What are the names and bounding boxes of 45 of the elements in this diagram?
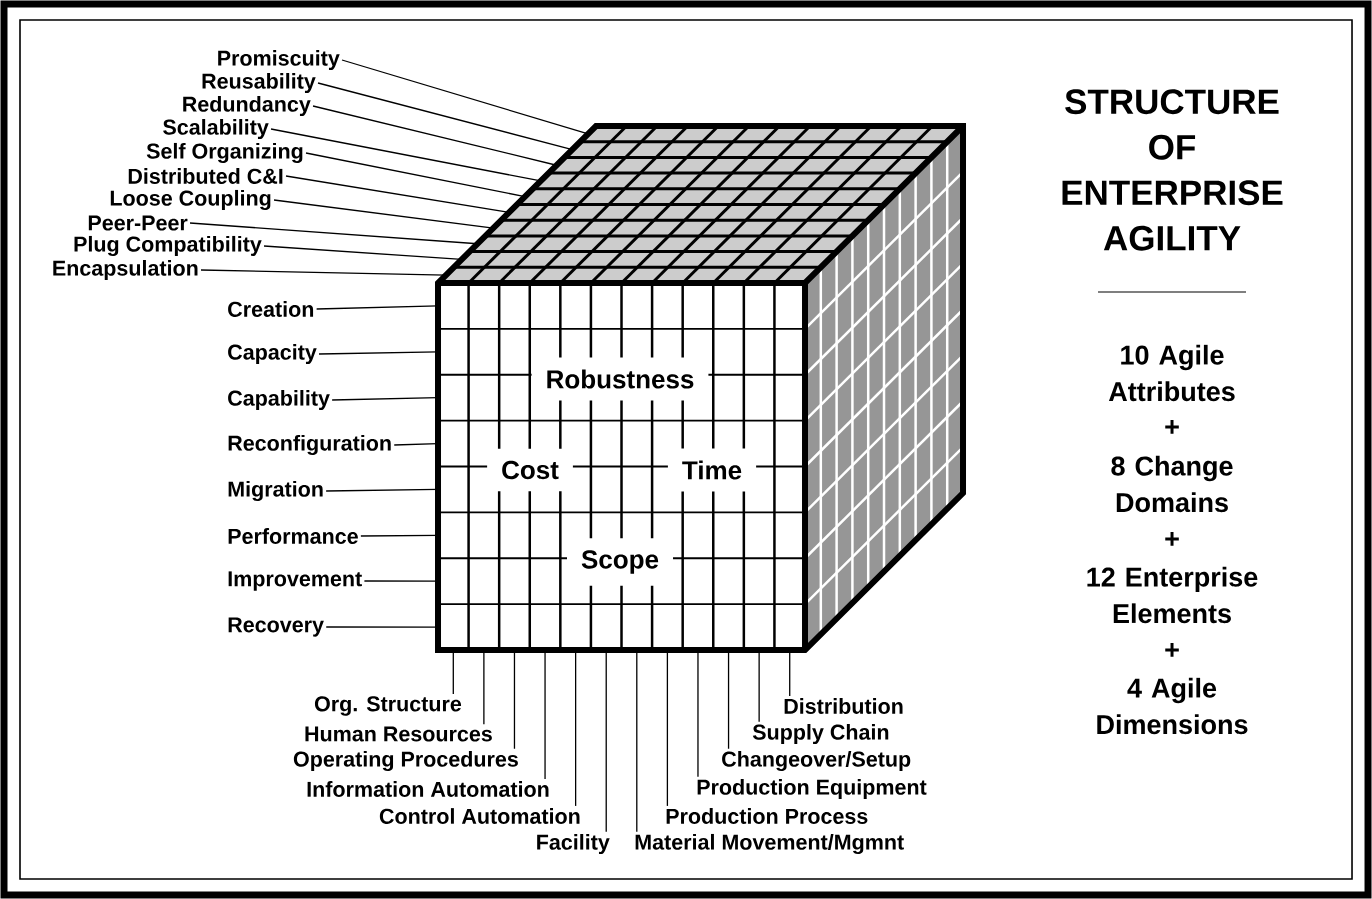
face-label: Time xyxy=(667,448,757,492)
summary-text: + xyxy=(1165,532,1179,546)
attribute-label: Operating Procedures xyxy=(293,750,518,772)
attribute-label: Scalability xyxy=(163,119,269,140)
attribute-label: Self Organizing xyxy=(146,142,303,164)
attribute-label: Loose Coupling xyxy=(110,189,271,211)
summary-text: + xyxy=(1165,643,1179,657)
attribute-label: Peer-Peer xyxy=(88,215,188,231)
leader-line xyxy=(317,82,573,151)
attribute-label: Redundancy xyxy=(183,96,311,117)
attribute-label: Supply Chain xyxy=(752,724,889,745)
attribute-label: Reconfiguration xyxy=(228,434,391,456)
leader-line xyxy=(305,152,526,198)
attribute-label: Distributed C&I xyxy=(128,168,283,184)
attribute-label: Encapsulation xyxy=(53,260,198,281)
leader-line xyxy=(341,59,589,135)
attribute-label: Production Equipment xyxy=(697,779,927,800)
attribute-label: Changeover/Setup xyxy=(722,750,911,772)
face-label: Robustness xyxy=(531,357,709,401)
attribute-label: Human Resources xyxy=(305,726,492,742)
attribute-label: Org. Structure xyxy=(314,696,462,716)
attribute-label: Distribution xyxy=(784,698,903,714)
attribute-label: Promiscuity xyxy=(218,50,340,71)
summary-text: 12 Enterprise Elements xyxy=(1087,566,1258,624)
attribute-label: Plug Compatibility xyxy=(74,235,262,257)
attribute-label: Improvement xyxy=(228,571,362,591)
title: STRUCTURE OF ENTERPRISE AGILITY xyxy=(1062,89,1283,251)
attribute-label: Control Automation xyxy=(379,808,580,824)
attribute-label: Facility xyxy=(537,834,610,855)
summary-text: 4 Agile Dimensions xyxy=(1097,677,1248,735)
attribute-label: Performance xyxy=(228,528,358,544)
summary-text: 10 Agile Attributes xyxy=(1108,344,1235,402)
summary-text: + xyxy=(1165,420,1179,434)
attribute-label: Recovery xyxy=(228,617,324,637)
attribute-label: Capacity xyxy=(228,344,317,365)
attribute-label: Creation xyxy=(228,301,314,317)
summary-text: 8 Change Domains xyxy=(1111,455,1233,513)
attribute-label: Material Movement/Mgmnt xyxy=(635,833,904,855)
face-label: Scope xyxy=(567,538,673,586)
attribute-label: Migration xyxy=(228,480,323,502)
attribute-label: Information Automation xyxy=(307,781,549,797)
attribute-label: Reusability xyxy=(202,73,316,94)
attribute-label: Capability xyxy=(228,390,330,411)
attribute-label: Production Process xyxy=(666,808,868,824)
face-label: Cost xyxy=(487,448,573,492)
